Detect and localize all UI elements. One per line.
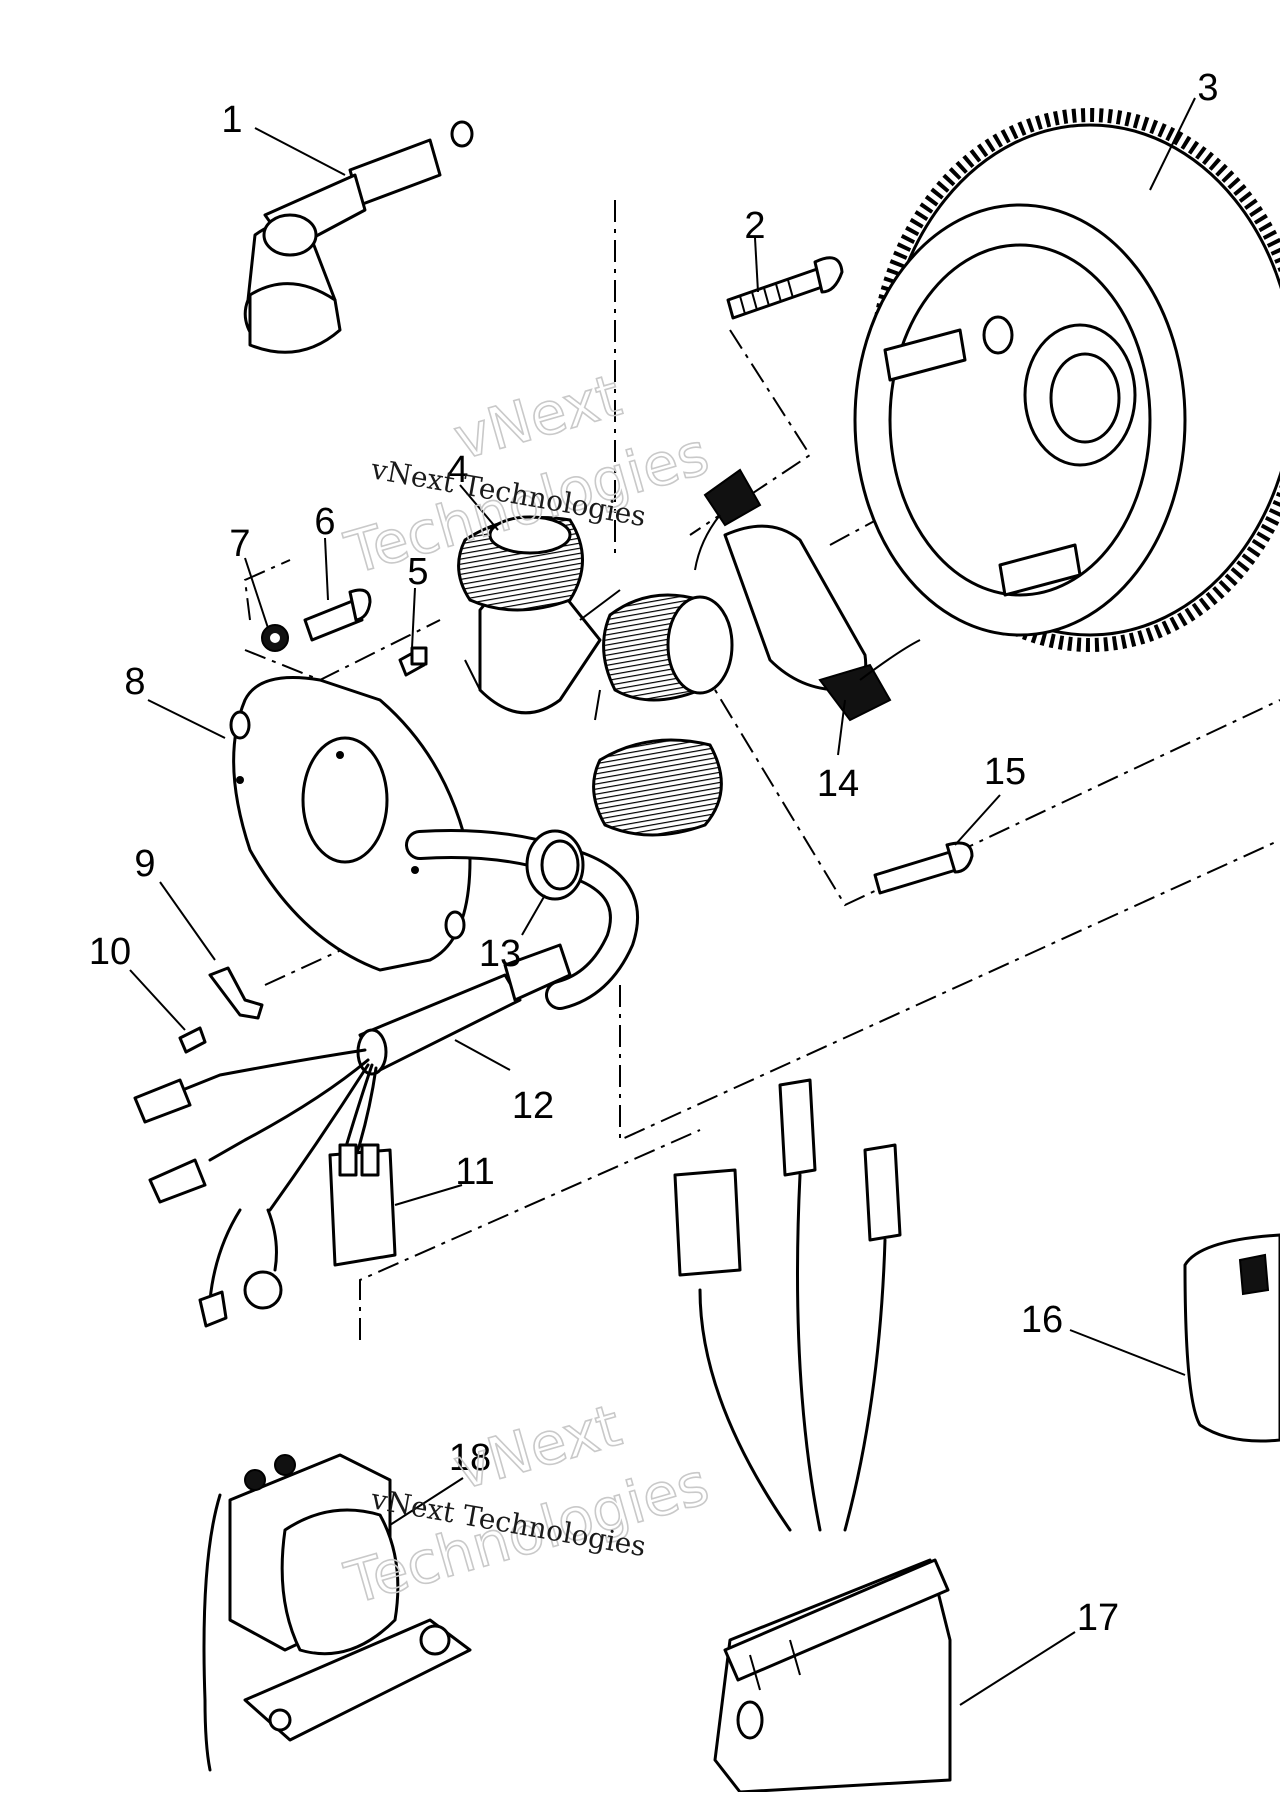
callout-4: 4 (447, 449, 468, 491)
part-stator-coils (457, 515, 734, 837)
callout-14: 14 (817, 763, 859, 805)
callout-labels: 1 2 3 4 5 6 7 8 9 10 11 12 13 14 15 16 1… (89, 67, 1219, 1639)
callout-9: 9 (134, 843, 155, 885)
part-flywheel (853, 108, 1280, 652)
callout-1: 1 (221, 99, 242, 141)
callout-5: 5 (407, 551, 428, 593)
callout-16: 16 (1021, 1299, 1063, 1341)
harness-wires (133, 1048, 378, 1328)
part-clamp-9 (208, 966, 264, 1020)
part-trigger-coil-14 (694, 468, 921, 722)
callout-6: 6 (314, 501, 335, 543)
part-screw-5 (398, 646, 428, 677)
part-connector-11 (328, 1143, 397, 1267)
part-grommet-13 (525, 829, 585, 901)
callout-15: 15 (984, 751, 1026, 793)
callout-7: 7 (229, 523, 250, 565)
callout-3: 3 (1197, 67, 1218, 109)
callout-11: 11 (455, 1151, 494, 1193)
part-spark-plug-cap (243, 62, 635, 354)
part-bolt-2 (726, 256, 844, 320)
part-solenoid-18 (202, 1453, 472, 1772)
callout-18: 18 (449, 1437, 491, 1479)
callout-13: 13 (479, 933, 521, 975)
part-screw-6 (303, 588, 372, 642)
part-washer-7 (261, 624, 289, 652)
part-cdi-box-17 (673, 1078, 952, 1794)
leader-lines (129, 97, 1196, 1706)
part-screw-10 (178, 1026, 207, 1054)
callout-12: 12 (512, 1085, 554, 1127)
callout-8: 8 (124, 661, 145, 703)
callout-2: 2 (744, 205, 765, 247)
part-stator-plate (229, 676, 472, 972)
callout-10: 10 (89, 931, 131, 973)
part-bolt-15 (873, 841, 974, 895)
part-harness-12 (356, 829, 639, 1076)
part-ignition-coil-16 (1183, 1233, 1280, 1443)
callout-17: 17 (1077, 1597, 1119, 1639)
